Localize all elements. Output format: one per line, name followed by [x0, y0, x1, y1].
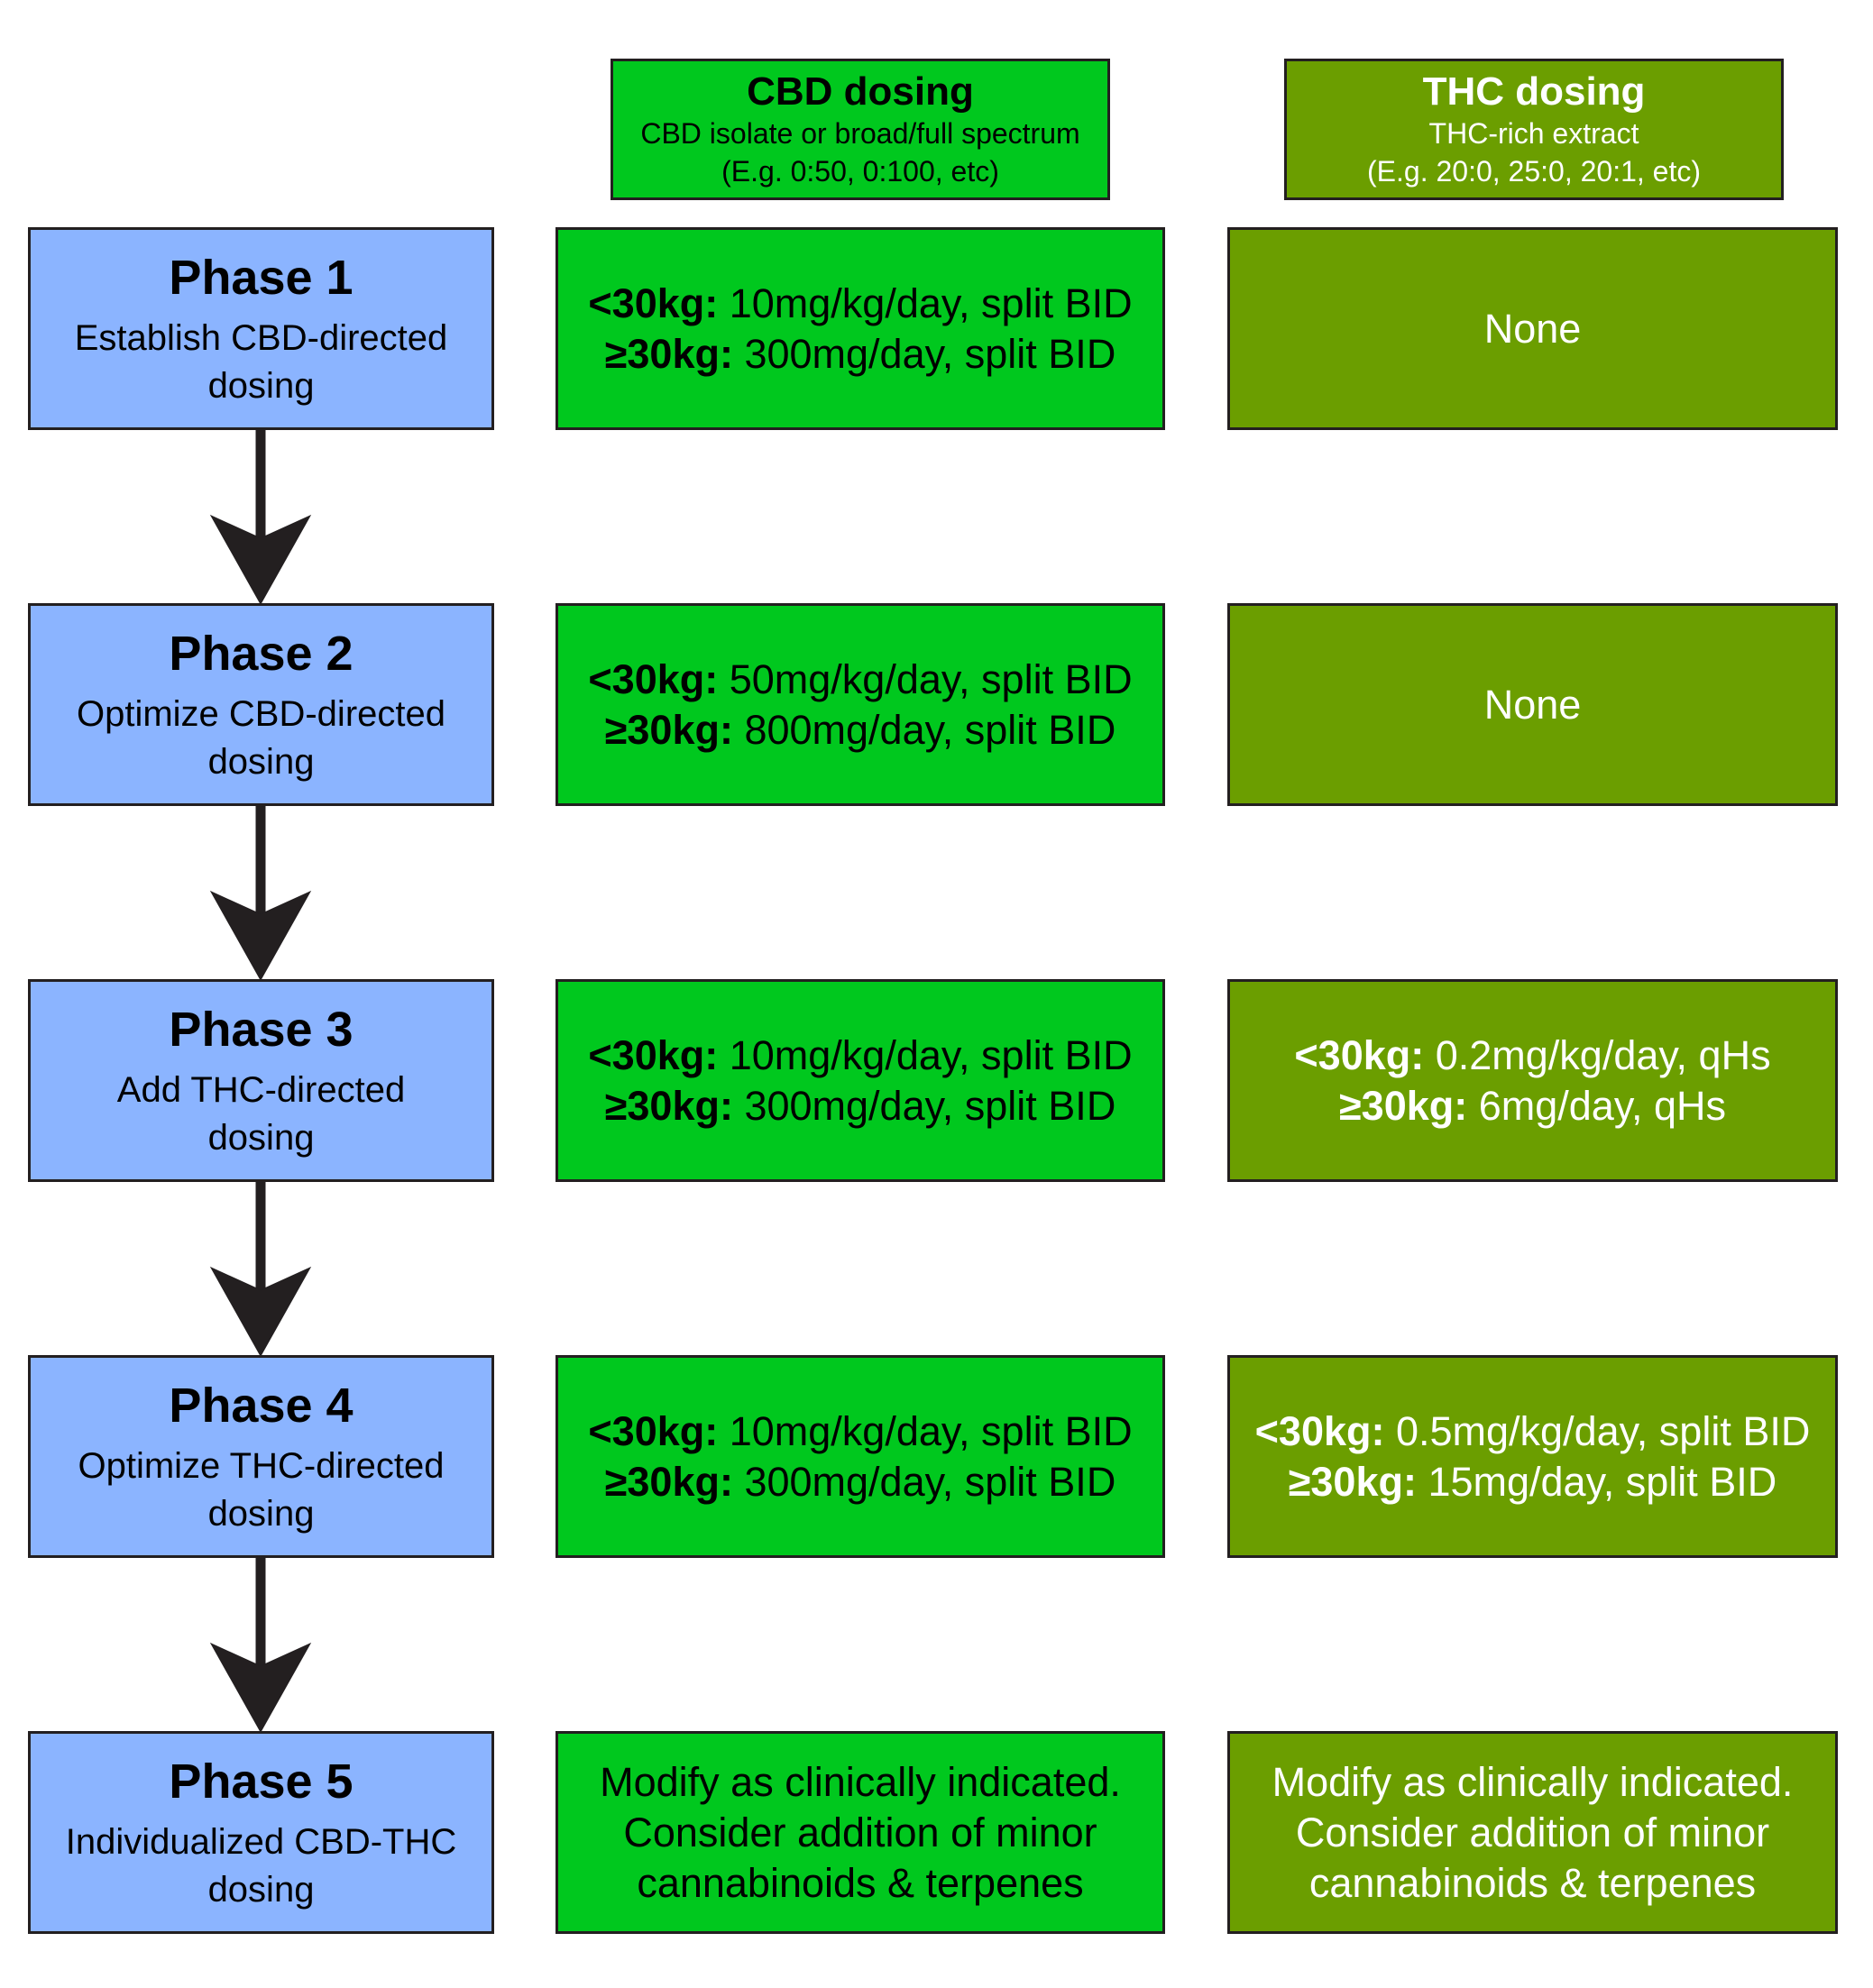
weight-label: ≥30kg:: [1288, 1458, 1417, 1505]
phase-3-desc-line1: Add THC-directed: [116, 1069, 406, 1110]
dose-value: 300mg/day, split BID: [732, 330, 1116, 377]
phase-2-title: Phase 2: [169, 626, 353, 681]
cbd-header-subtitle: CBD isolate or broad/full spectrum: [640, 116, 1080, 150]
phase-4-thc-over30: ≥30kg: 15mg/day, split BID: [1289, 1457, 1777, 1507]
phase-3-thc-over30: ≥30kg: 6mg/day, qHs: [1339, 1081, 1726, 1131]
phase-2-cbd-over30: ≥30kg: 800mg/day, split BID: [605, 705, 1116, 756]
phase-1-cbd-over30: ≥30kg: 300mg/day, split BID: [605, 329, 1116, 380]
phase-4-desc-line2: dosing: [207, 1493, 315, 1534]
phase-4-desc-line1: Optimize THC-directed: [78, 1445, 445, 1486]
phase-3-cbd-under30: <30kg: 10mg/kg/day, split BID: [588, 1031, 1132, 1081]
phase-1-desc-line2: dosing: [207, 365, 315, 406]
weight-label: ≥30kg:: [604, 1458, 733, 1505]
weight-label: ≥30kg:: [604, 706, 733, 753]
weight-label: <30kg:: [1294, 1031, 1425, 1078]
dose-value: 10mg/kg/day, split BID: [718, 279, 1133, 326]
phase-1-desc-line1: Establish CBD-directed: [74, 317, 448, 358]
dose-value: 800mg/day, split BID: [732, 706, 1116, 753]
weight-label: <30kg:: [588, 279, 719, 326]
cbd-column-header: CBD dosing CBD isolate or broad/full spe…: [611, 59, 1110, 200]
phase-3-thc-dosing: <30kg: 0.2mg/kg/day, qHs ≥30kg: 6mg/day,…: [1227, 979, 1838, 1182]
phase-1-box: Phase 1 Establish CBD-directed dosing: [28, 227, 494, 430]
weight-label: ≥30kg:: [604, 1082, 733, 1129]
phase-5-cbd-line1: Modify as clinically indicated.: [600, 1758, 1121, 1805]
phase-5-box: Phase 5 Individualized CBD-THC dosing: [28, 1731, 494, 1934]
dose-value: 0.2mg/kg/day, qHs: [1424, 1031, 1771, 1078]
dose-value: 50mg/kg/day, split BID: [718, 655, 1133, 702]
dose-value: 6mg/day, qHs: [1467, 1082, 1727, 1129]
weight-label: <30kg:: [588, 655, 719, 702]
phase-5-cbd-line3: cannabinoids & terpenes: [637, 1859, 1084, 1906]
phase-4-box: Phase 4 Optimize THC-directed dosing: [28, 1355, 494, 1558]
arrow-phase3-to-phase4: [209, 1182, 312, 1358]
phase-4-cbd-over30: ≥30kg: 300mg/day, split BID: [605, 1457, 1116, 1507]
phase-1-thc-dosing: None: [1227, 227, 1838, 430]
dose-value: 10mg/kg/day, split BID: [718, 1031, 1133, 1078]
thc-header-title: THC dosing: [1422, 69, 1646, 114]
weight-label: <30kg:: [1254, 1407, 1385, 1454]
dose-value: 0.5mg/kg/day, split BID: [1384, 1407, 1811, 1454]
phase-3-cbd-over30: ≥30kg: 300mg/day, split BID: [605, 1081, 1116, 1131]
dose-value: 10mg/kg/day, split BID: [718, 1407, 1133, 1454]
weight-label: ≥30kg:: [604, 330, 733, 377]
phase-3-title: Phase 3: [169, 1002, 353, 1057]
phase-5-title: Phase 5: [169, 1754, 353, 1809]
phase-1-title: Phase 1: [169, 250, 353, 305]
thc-header-subtitle: THC-rich extract: [1428, 116, 1639, 150]
phase-5-thc-dosing: Modify as clinically indicated. Consider…: [1227, 1731, 1838, 1934]
cbd-header-examples: (E.g. 0:50, 0:100, etc): [721, 154, 999, 188]
thc-column-header: THC dosing THC-rich extract (E.g. 20:0, …: [1284, 59, 1784, 200]
weight-label: <30kg:: [588, 1031, 719, 1078]
phase-2-desc-line1: Optimize CBD-directed: [76, 693, 445, 734]
weight-label: ≥30kg:: [1338, 1082, 1468, 1129]
phase-5-thc-line2: Consider addition of minor: [1295, 1809, 1770, 1855]
arrow-phase2-to-phase3: [209, 806, 312, 982]
phase-3-box: Phase 3 Add THC-directed dosing: [28, 979, 494, 1182]
phase-5-cbd-dosing: Modify as clinically indicated. Consider…: [555, 1731, 1165, 1934]
phase-2-thc-none: None: [1483, 681, 1582, 728]
phase-5-desc-line2: dosing: [207, 1869, 315, 1910]
dose-value: 15mg/day, split BID: [1416, 1458, 1777, 1505]
phase-3-cbd-dosing: <30kg: 10mg/kg/day, split BID ≥30kg: 300…: [555, 979, 1165, 1182]
phase-5-thc-line1: Modify as clinically indicated.: [1272, 1758, 1794, 1805]
phase-1-cbd-under30: <30kg: 10mg/kg/day, split BID: [588, 279, 1132, 329]
phase-2-desc-line2: dosing: [207, 741, 315, 782]
phase-4-thc-dosing: <30kg: 0.5mg/kg/day, split BID ≥30kg: 15…: [1227, 1355, 1838, 1558]
phase-5-desc-line1: Individualized CBD-THC: [65, 1821, 457, 1862]
phase-2-thc-dosing: None: [1227, 603, 1838, 806]
phase-3-thc-under30: <30kg: 0.2mg/kg/day, qHs: [1294, 1031, 1770, 1081]
arrow-phase4-to-phase5: [209, 1558, 312, 1734]
dose-value: 300mg/day, split BID: [732, 1082, 1116, 1129]
phase-2-cbd-dosing: <30kg: 50mg/kg/day, split BID ≥30kg: 800…: [555, 603, 1165, 806]
phase-4-thc-under30: <30kg: 0.5mg/kg/day, split BID: [1255, 1406, 1811, 1457]
phase-4-cbd-dosing: <30kg: 10mg/kg/day, split BID ≥30kg: 300…: [555, 1355, 1165, 1558]
phase-4-title: Phase 4: [169, 1378, 353, 1433]
thc-header-examples: (E.g. 20:0, 25:0, 20:1, etc): [1367, 154, 1701, 188]
weight-label: <30kg:: [588, 1407, 719, 1454]
phase-2-cbd-under30: <30kg: 50mg/kg/day, split BID: [588, 655, 1132, 705]
phase-5-thc-line3: cannabinoids & terpenes: [1308, 1859, 1757, 1906]
phase-2-box: Phase 2 Optimize CBD-directed dosing: [28, 603, 494, 806]
phase-1-cbd-dosing: <30kg: 10mg/kg/day, split BID ≥30kg: 300…: [555, 227, 1165, 430]
phase-3-desc-line2: dosing: [207, 1117, 315, 1158]
cbd-header-title: CBD dosing: [747, 69, 974, 114]
dose-value: 300mg/day, split BID: [732, 1458, 1116, 1505]
phase-1-thc-none: None: [1483, 305, 1582, 352]
arrow-phase1-to-phase2: [209, 430, 312, 606]
phase-4-cbd-under30: <30kg: 10mg/kg/day, split BID: [588, 1406, 1132, 1457]
phase-5-cbd-line2: Consider addition of minor: [623, 1809, 1097, 1855]
